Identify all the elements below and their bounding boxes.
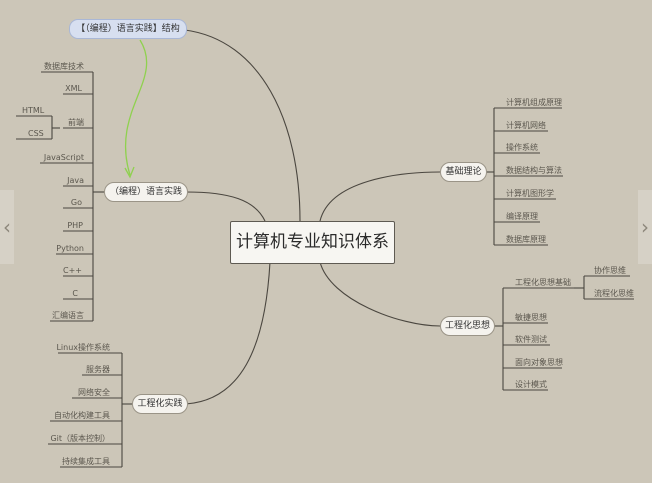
topic-computer-graphics[interactable]: 计算机图形学 (506, 189, 554, 198)
chevron-left-icon[interactable]: ‹ (0, 190, 14, 264)
topic-xml[interactable]: XML (65, 84, 82, 93)
topic-css[interactable]: CSS (28, 129, 44, 138)
topic-php[interactable]: PHP (67, 221, 83, 230)
topic-engineering-basics[interactable]: 工程化思想基础 (515, 278, 571, 287)
topic-build-tools[interactable]: 自动化构建工具 (54, 411, 110, 420)
topic-java[interactable]: Java (67, 176, 84, 185)
topic-database-principles[interactable]: 数据库原理 (506, 235, 546, 244)
topic-collaboration[interactable]: 协作思维 (594, 266, 626, 275)
topic-computer-organization[interactable]: 计算机组成原理 (506, 98, 562, 107)
topic-oop[interactable]: 面向对象思想 (515, 358, 563, 367)
topic-ci-tools[interactable]: 持续集成工具 (62, 457, 110, 466)
topic-frontend[interactable]: 前端 (68, 118, 84, 127)
topic-python[interactable]: Python (56, 244, 84, 253)
branch-engineering-thinking[interactable]: 工程化思想 (440, 316, 495, 336)
topic-network-security[interactable]: 网络安全 (78, 388, 110, 397)
topic-process[interactable]: 流程化思维 (594, 289, 634, 298)
floating-topic[interactable]: 【（编程）语言实践】结构 (69, 19, 187, 39)
topic-computer-network[interactable]: 计算机网络 (506, 121, 546, 130)
topic-assembly[interactable]: 汇编语言 (52, 311, 84, 320)
central-topic[interactable]: 计算机专业知识体系 (230, 221, 395, 264)
topic-javascript[interactable]: JavaScript (43, 153, 84, 162)
topic-compiler[interactable]: 编译原理 (506, 212, 538, 221)
chevron-right-icon[interactable]: › (638, 190, 652, 264)
branch-engineering-practice[interactable]: 工程化实践 (132, 394, 188, 414)
topic-html[interactable]: HTML (22, 106, 45, 115)
topic-git[interactable]: Git（版本控制） (50, 434, 110, 443)
topic-design-patterns[interactable]: 设计模式 (515, 380, 547, 389)
topic-linux[interactable]: Linux操作系统 (56, 343, 110, 352)
topic-data-structures[interactable]: 数据结构与算法 (506, 166, 562, 175)
branch-language-practice[interactable]: （编程）语言实践 (104, 182, 188, 202)
topic-agile[interactable]: 敏捷思想 (515, 313, 547, 322)
branch-basic-theory[interactable]: 基础理论 (440, 162, 487, 182)
topic-software-testing[interactable]: 软件测试 (515, 335, 547, 344)
topic-operating-system[interactable]: 操作系统 (506, 143, 538, 152)
topic-cpp[interactable]: C++ (63, 266, 82, 275)
topic-c[interactable]: C (72, 289, 78, 298)
topic-database-tech[interactable]: 数据库技术 (44, 62, 84, 71)
topic-go[interactable]: Go (70, 198, 82, 207)
topic-server[interactable]: 服务器 (86, 365, 110, 374)
